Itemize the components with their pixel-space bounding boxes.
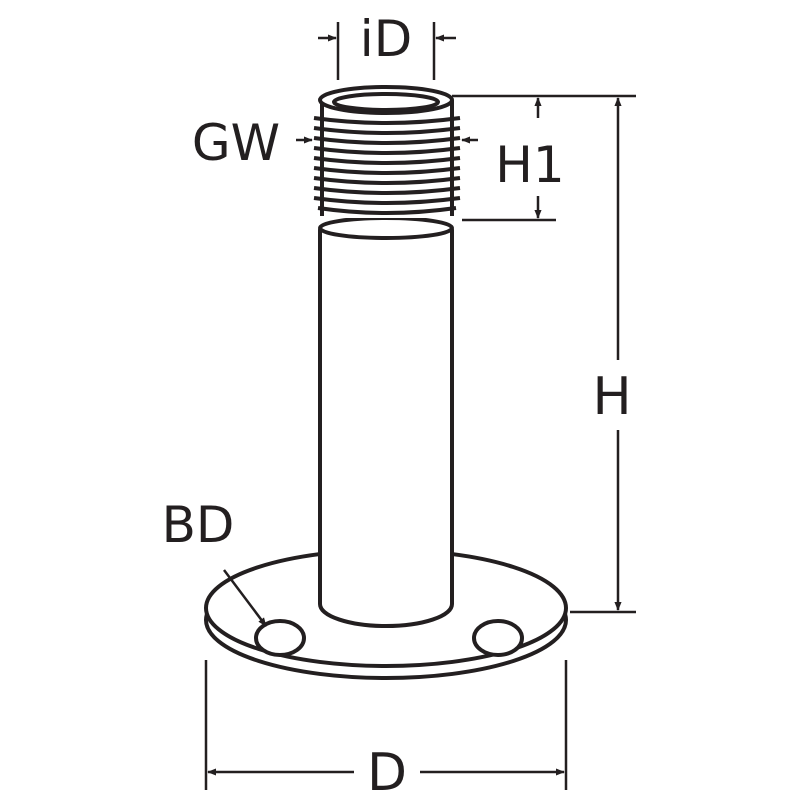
label-inner-diameter: iD xyxy=(360,10,412,68)
label-thread: GW xyxy=(192,114,280,172)
bore-hole-left xyxy=(254,619,306,657)
label-thread-height: H1 xyxy=(495,136,564,194)
dimension-lines xyxy=(204,22,636,790)
label-height: H xyxy=(592,367,631,427)
tube xyxy=(318,216,454,628)
bore-hole-right xyxy=(472,619,524,657)
label-bore-diameter: BD xyxy=(162,496,235,554)
label-diameter: D xyxy=(367,743,407,800)
thread xyxy=(313,85,461,218)
